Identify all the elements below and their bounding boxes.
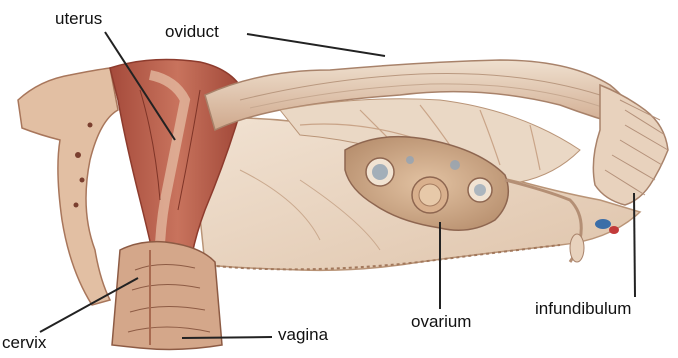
cervix-label: cervix: [2, 333, 46, 353]
infundibulum-leader: [634, 193, 635, 297]
vagina-label: vagina: [278, 325, 328, 345]
infundibulum-fimbriae: [593, 85, 668, 205]
cervix-vagina: [112, 242, 222, 350]
uterus-label: uterus: [55, 9, 102, 29]
infundibulum-label: infundibulum: [535, 299, 631, 319]
ovarium-label: ovarium: [411, 312, 471, 332]
oviduct-label: oviduct: [165, 22, 219, 42]
oviduct-leader: [247, 34, 385, 56]
vagina-leader: [182, 337, 272, 338]
